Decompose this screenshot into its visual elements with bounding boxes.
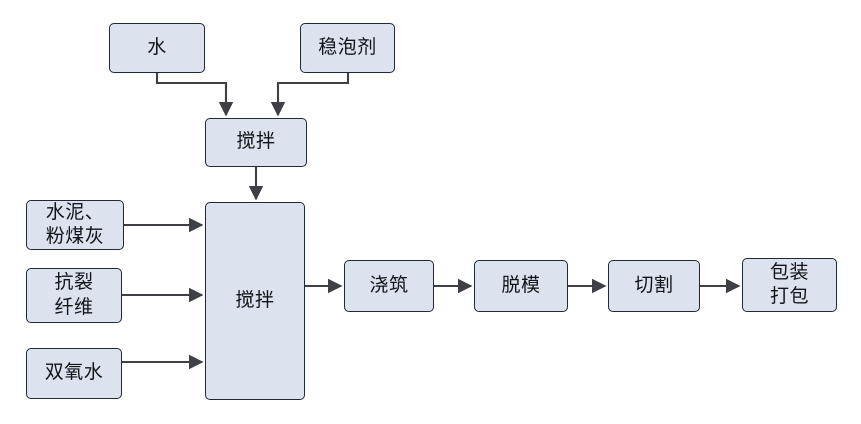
node-foam-stabilizer[interactable]: 稳泡剂 (300, 23, 395, 73)
node-demolding[interactable]: 脱模 (474, 260, 568, 312)
node-mixing-pre[interactable]: 搅拌 (205, 118, 307, 167)
node-hydrogen-peroxide[interactable]: 双氧水 (26, 348, 122, 399)
node-packaging[interactable]: 包装 打包 (742, 258, 837, 312)
edge-water-to-mix-top (155, 73, 234, 117)
edge-foam-agent-to-mix-top (270, 73, 350, 117)
node-casting[interactable]: 浇筑 (344, 260, 434, 312)
node-water[interactable]: 水 (109, 23, 205, 73)
node-cement-fly-ash[interactable]: 水泥、 粉煤灰 (26, 200, 124, 250)
node-mixing-main[interactable]: 搅拌 (205, 202, 305, 400)
node-cutting[interactable]: 切割 (608, 260, 700, 312)
node-anti-crack-fiber[interactable]: 抗裂 纤维 (26, 268, 122, 323)
